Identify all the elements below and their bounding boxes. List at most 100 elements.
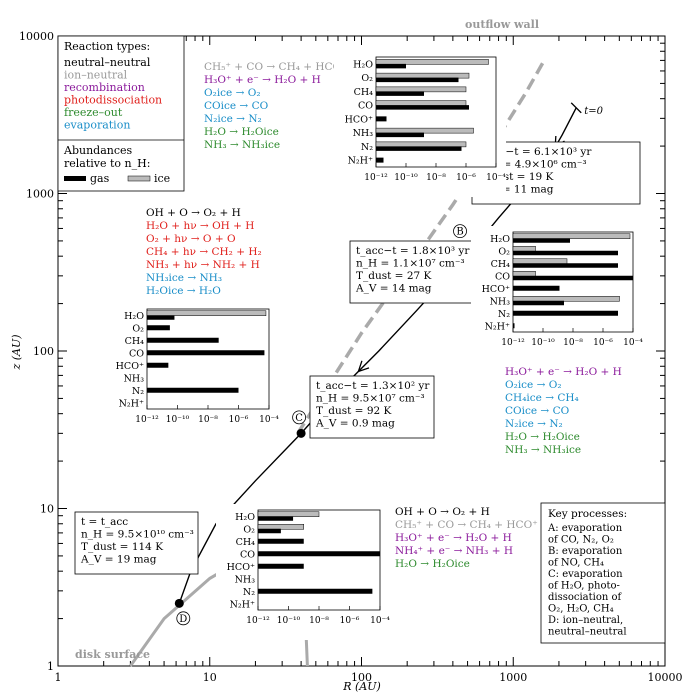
key-processes-box: Key processes:A: evaporation of CO, N₂, … [540,502,666,644]
reaction-line: NH₄⁺ + e⁻ → NH₃ + H [395,545,513,557]
reaction-line: O₂ + hν → O + O [146,233,236,245]
gas-bar [513,263,618,268]
reaction-line: H₂O → H₂Oice [505,431,580,443]
panel-tick-label: 10⁻¹⁰ [277,616,301,626]
panel-tick-label: 10⁻⁸ [309,616,329,626]
species-label: N₂ [361,142,373,153]
legend-title: Reaction types: [64,40,150,53]
y-tick-label: 10000 [19,30,54,43]
y-axis-label: z (AU) [10,334,23,370]
reaction-line: H₂O → H₂Oice [204,126,279,138]
condition-line: T_dust = 27 K [356,270,432,282]
reaction-line: H₂O + hν → OH + H [146,220,254,232]
condition-line: n_H = 9.5×10⁷ cm⁻³ [316,393,425,405]
ice-bar [512,258,568,264]
reaction-line: H₃O⁺ + e⁻ → H₂O + H [395,532,512,544]
panel-tick-label: 10⁻¹² [246,616,270,626]
point-marker-circle [453,224,467,239]
legend-item: evaporation [64,119,130,132]
info-boxes: t_acc−t = 6.1×10³ yrn_H = 4.9×10⁶ cm⁻³T_… [57,35,666,644]
species-label: H₂O [353,59,373,70]
ice-bar [375,86,467,93]
reaction-line: H₃O⁺ + e⁻ → H₂O + H [505,366,622,378]
condition-line: t_acc−t = 6.1×10³ yr [478,146,592,158]
key-line: D: ion–neutral, [548,615,623,626]
reaction-line: H₂Oice → H₂O [146,285,221,297]
reaction-line: CH₅⁺ + CO → CH₄ + HCO⁺ [395,519,538,531]
condition-line: t_acc−t = 1.8×10³ yr [356,245,470,257]
species-label: CO [129,348,144,359]
key-line: A: evaporation [547,523,623,534]
key-title: Key processes: [548,508,627,520]
y-tick-label: 100 [33,345,54,358]
reaction-line: NH₃ice → NH₃ [146,272,222,284]
panel-bg [105,303,279,439]
outflow-wall-label: outflow wall [465,18,539,31]
legend-ice-swatch [127,175,151,182]
gas-bar [513,323,515,329]
panel-tick-label: 10⁻⁶ [593,338,613,348]
ice-bar [512,246,536,252]
box-frame [309,375,435,439]
t0-label: t=0 [584,106,603,117]
gas-bar [147,315,175,320]
species-label: HCO⁺ [227,562,255,573]
reaction-line: CH₄ + hν → CH₂ + H₂ [146,246,262,258]
species-label: N₂ [498,309,510,320]
point-letter-d: D [179,614,187,625]
species-label: CH₄ [354,87,374,98]
gas-bar [258,538,304,544]
ice-bar [257,524,304,530]
gas-bar [147,362,169,368]
t0-tick [570,102,582,114]
gas-bar [376,157,384,163]
panel-tick-label: 10⁻¹² [501,338,525,348]
species-label: O₂ [361,73,373,84]
gas-bar [513,310,618,316]
y-tick-label: 1 [47,660,54,673]
reaction-line: CH₅⁺ + CO → CH₄ + HCO⁺ [204,61,347,73]
gas-bar [376,63,406,69]
reaction-line: NH₃ + hν → NH₂ + H [146,259,260,271]
panel-tick-label: 10⁻⁶ [456,173,476,183]
species-label: HCO⁺ [482,284,510,295]
condition-line: n_H = 1.1×10⁷ cm⁻³ [356,258,465,270]
species-label: N₂H⁺ [348,156,373,167]
ice-bar [146,310,267,316]
gas-bar [376,91,424,96]
species-label: O₂ [132,323,144,334]
legend-abund-subtitle: relative to n_H: [64,157,150,170]
species-label: CO [358,101,373,112]
reactions-a: CH₅⁺ + CO → CH₄ + HCO⁺H₃O⁺ + e⁻ → H₂O + … [204,61,347,151]
gas-bar [513,300,564,306]
key-line: O₂, H₂O, CH₄ [548,604,614,615]
condition-line: t = t_acc [81,516,128,528]
key-line: of NO, CH₄ [548,558,604,569]
gas-bar [258,551,380,557]
species-label: HCO⁺ [116,361,144,372]
point-marker-circle [176,611,191,626]
species-label: H₂O [235,512,255,523]
trajectory-arrow [357,360,370,373]
key-line: B: evaporation [548,546,623,557]
ice-bar [375,141,467,148]
conditions-box-c: t_acc−t = 1.3×10² yrn_H = 9.5×10⁷ cm⁻³T_… [309,375,435,439]
legend-item: photodissociation [64,94,162,107]
x-tick-label: 1 [55,671,62,684]
gas-bar [147,325,170,331]
panel-bg [471,226,643,362]
gas-bar [513,250,618,256]
legend-item: neutral–neutral [64,56,151,69]
species-label: CH₄ [125,336,145,347]
reaction-line: OH + O → O₂ + H [395,506,490,518]
reaction-line: NH₃ → NH₃ice [204,139,280,151]
x-axis-label: R (AU) [342,680,381,693]
legend-item: freeze–out [64,106,123,119]
legend-gas-label: gas [90,172,110,185]
